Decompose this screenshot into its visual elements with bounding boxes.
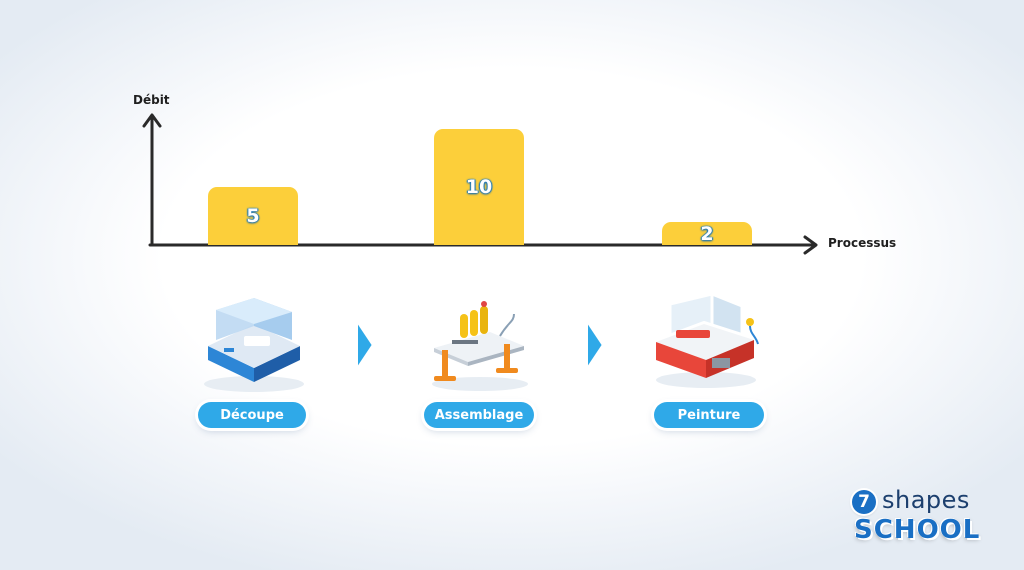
bar-value-label: 10 xyxy=(465,176,493,198)
throughput-chart xyxy=(142,113,818,255)
paint-booth-icon xyxy=(646,291,766,392)
bar-decoupe: 5 xyxy=(208,187,298,245)
logo-number-badge: 7 xyxy=(852,490,876,514)
bar-value-label: 5 xyxy=(246,205,260,227)
x-axis-arrowhead xyxy=(803,235,818,255)
category-label-peinture: Peinture xyxy=(654,402,764,428)
cutting-machine-icon xyxy=(194,296,314,396)
bar-assemblage: 10 xyxy=(434,129,524,245)
logo-word-shapes: shapes xyxy=(882,486,970,514)
chevron-right-icon xyxy=(354,316,376,374)
bar-peinture: 2 xyxy=(662,222,752,245)
y-axis-label: Débit xyxy=(133,93,170,107)
category-label-assemblage: Assemblage xyxy=(424,402,534,428)
logo-word-school: SCHOOL xyxy=(854,515,981,545)
assembly-table-icon xyxy=(420,292,540,392)
category-label-decoupe: Découpe xyxy=(198,402,306,428)
x-axis-label: Processus xyxy=(828,236,897,250)
chevron-right-icon xyxy=(584,316,606,374)
bar-value-label: 2 xyxy=(700,222,714,245)
brand-logo: 7 shapes SCHOOL xyxy=(846,486,992,551)
y-axis-arrowhead xyxy=(142,113,162,128)
